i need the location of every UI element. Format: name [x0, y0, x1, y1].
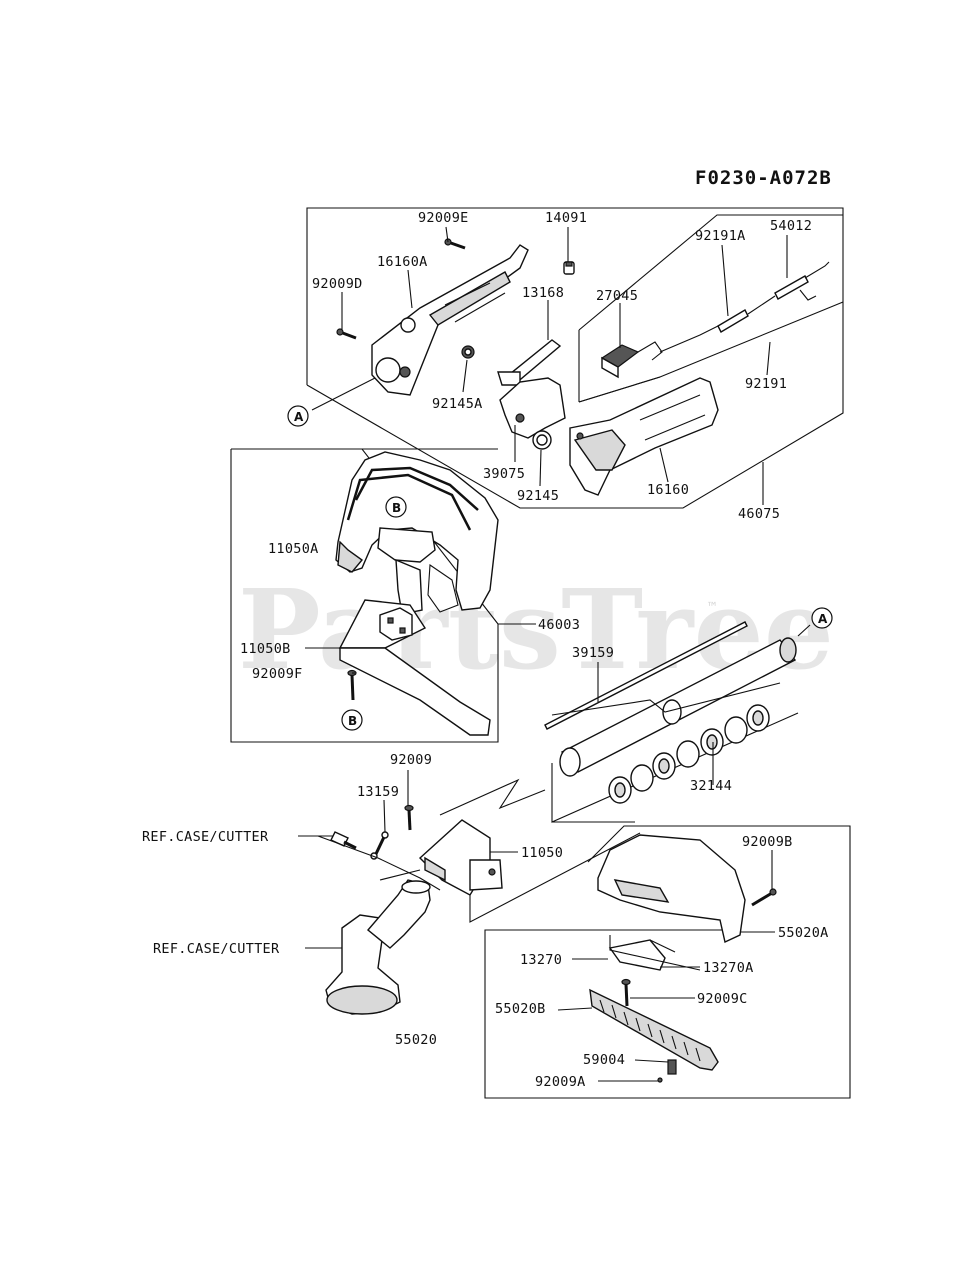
label-39159: 39159 — [572, 645, 614, 661]
cable-92191A — [659, 295, 776, 353]
label-92009F: 92009F — [252, 666, 303, 682]
label-27045: 27045 — [596, 288, 638, 304]
plate-13270A — [608, 939, 676, 971]
lever-13168 — [497, 339, 562, 386]
label-92191: 92191 — [745, 376, 787, 392]
bushings-32144 — [608, 704, 770, 804]
label-11050B: 11050B — [240, 641, 291, 657]
label-59004: 59004 — [583, 1052, 625, 1068]
ref-marker-b-bolt: B — [341, 709, 363, 731]
screw-92009C — [621, 978, 631, 1007]
screw-92009D — [336, 328, 357, 340]
ref-marker-b-guard: B — [385, 496, 407, 518]
label-92009A: 92009A — [535, 1074, 586, 1090]
plate-46003 — [339, 647, 491, 736]
label-92191A: 92191A — [695, 228, 746, 244]
ring-92145 — [532, 430, 552, 450]
clip-59004 — [667, 1059, 677, 1075]
leader-13270-bracket — [609, 935, 701, 971]
group-55020A-outline — [484, 825, 851, 1099]
switch-27045 — [600, 341, 663, 379]
svg-text:A: A — [818, 612, 828, 626]
label-55020B: 55020B — [495, 1001, 546, 1017]
shield-55020A — [597, 834, 746, 944]
screw-92009B — [751, 888, 777, 907]
gearcase-arrangement-line-2 — [379, 869, 421, 881]
label-39075: 39075 — [483, 466, 525, 482]
clamp-11050 — [418, 819, 503, 896]
knob-14091 — [563, 261, 575, 275]
label-54012: 54012 — [770, 218, 812, 234]
lightning-break-line — [439, 778, 641, 923]
rod-39159 — [544, 621, 748, 730]
ref-marker-a-top: A — [287, 405, 309, 427]
diagram-id: F0230-A072B — [695, 167, 832, 189]
handle-16160A-part — [371, 244, 529, 396]
label-92009E: 92009E — [418, 210, 469, 226]
ref-marker-a-shaft: A — [811, 607, 833, 629]
label-92145: 92145 — [517, 488, 559, 504]
leader-lines — [298, 226, 811, 1082]
label-55020A: 55020A — [778, 925, 829, 941]
housing-16160 — [569, 377, 719, 496]
label-92145A: 92145A — [432, 396, 483, 412]
cable-54012 — [774, 261, 830, 301]
guard-11050A — [335, 451, 499, 615]
label-46075: 46075 — [738, 506, 780, 522]
label-11050: 11050 — [521, 845, 563, 861]
label-13168: 13168 — [522, 285, 564, 301]
label-92009C: 92009C — [697, 991, 748, 1007]
label-16160A: 16160A — [377, 254, 428, 270]
label-32144: 32144 — [690, 778, 732, 794]
trademark-symbol: ™ — [708, 600, 717, 616]
group-32144-inner-outline — [551, 682, 781, 716]
label-92009D: 92009D — [312, 276, 363, 292]
label-13270A: 13270A — [703, 960, 754, 976]
gearcase-55020 — [325, 879, 431, 1015]
label-14091: 14091 — [545, 210, 587, 226]
gearcase-arrangement-line — [317, 835, 441, 891]
svg-text:A: A — [294, 410, 304, 424]
screw-92009A — [657, 1077, 663, 1083]
group-46075-outline — [306, 207, 844, 509]
label-11050A: 11050A — [268, 541, 319, 557]
bracket-39075 — [499, 377, 566, 439]
label-16160: 16160 — [647, 482, 689, 498]
tube-32144 — [559, 637, 797, 777]
group-46003-outline — [230, 448, 499, 743]
label-ref-case-cutter-1: REF.CASE/CUTTER — [142, 829, 269, 845]
label-13159: 13159 — [357, 784, 399, 800]
bolt-92009 — [404, 804, 414, 831]
label-ref-case-cutter-2: REF.CASE/CUTTER — [153, 941, 280, 957]
label-46003: 46003 — [538, 617, 580, 633]
label-13270: 13270 — [520, 952, 562, 968]
spring-92145A — [461, 345, 475, 359]
label-92009: 92009 — [390, 752, 432, 768]
label-55020: 55020 — [395, 1032, 437, 1048]
pin-13159 — [370, 831, 389, 860]
bracket-11050B — [338, 599, 427, 649]
svg-text:B: B — [348, 714, 357, 728]
svg-text:B: B — [392, 501, 401, 515]
label-92009B: 92009B — [742, 834, 793, 850]
blade-55020B — [589, 988, 719, 1071]
